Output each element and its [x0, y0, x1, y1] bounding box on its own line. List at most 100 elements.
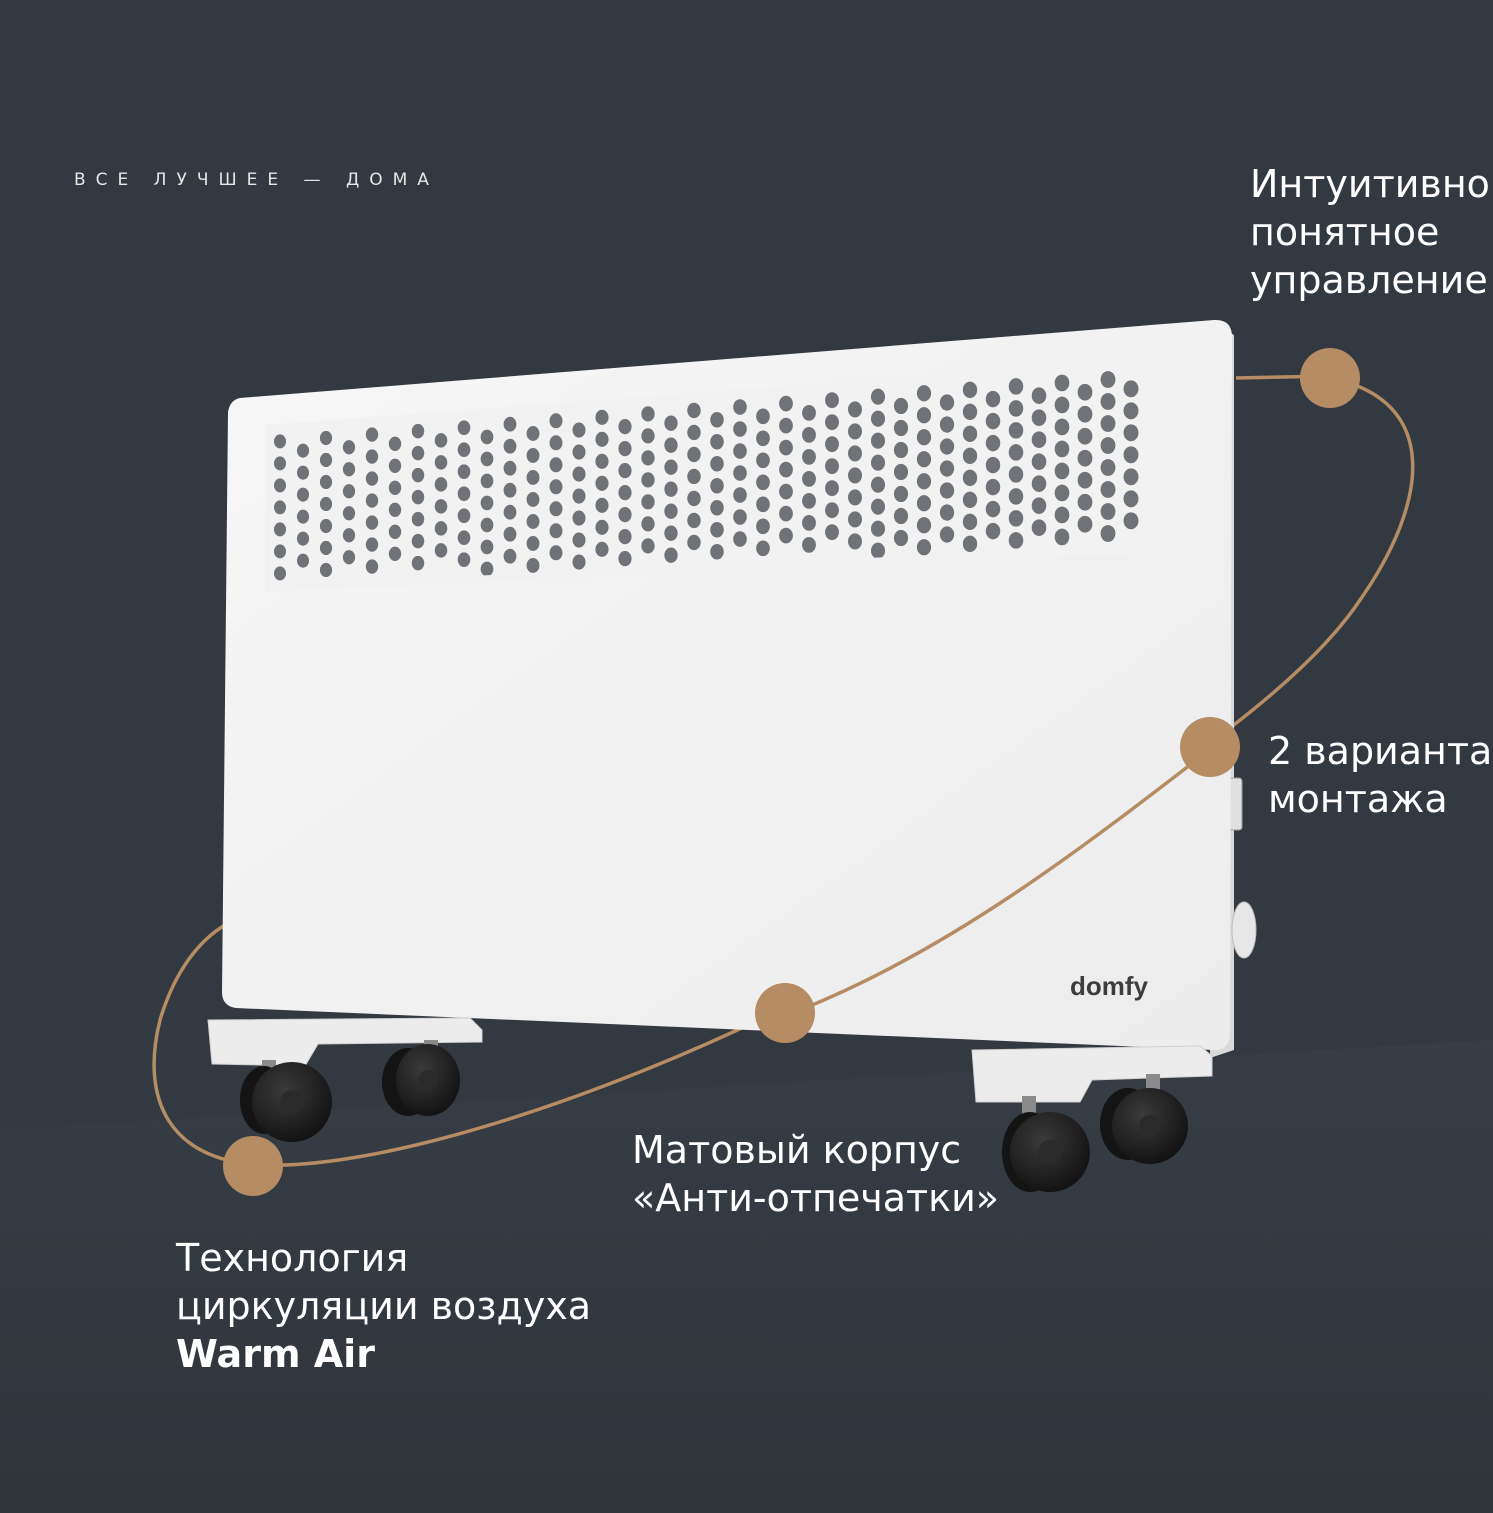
grille-hole — [870, 454, 886, 471]
feature-line: монтажа — [1268, 777, 1448, 821]
feature-controls: Интуитивно понятное управление — [1250, 160, 1490, 304]
grille-hole — [1008, 422, 1024, 439]
grille-hole — [1123, 468, 1139, 486]
grille-hole — [595, 497, 609, 513]
grille-hole — [365, 427, 379, 442]
grille-hole — [756, 408, 770, 425]
grille-hole — [411, 445, 425, 461]
grille-hole — [733, 509, 747, 525]
grille-hole — [1031, 453, 1047, 470]
grille-hole — [893, 485, 909, 503]
grille-hole — [893, 441, 909, 459]
grille-hole — [457, 530, 471, 545]
grille-hole — [365, 493, 379, 508]
feature-line: «Анти-отпечатки» — [632, 1176, 1000, 1220]
grille-hole — [641, 494, 655, 510]
grille-hole — [779, 417, 793, 434]
grille-hole — [916, 473, 932, 490]
grille-hole — [893, 529, 909, 547]
feature-line: Технология — [176, 1236, 409, 1280]
grille-hole — [480, 517, 494, 533]
grille-hole — [802, 514, 816, 531]
grille-hole — [779, 527, 793, 544]
grille-hole — [870, 498, 886, 515]
grille-hole — [1123, 446, 1139, 464]
grille-hole — [962, 425, 978, 443]
grille-hole — [916, 495, 932, 512]
grille-hole — [1054, 440, 1070, 458]
feature-line: Интуитивно — [1250, 162, 1490, 206]
grille-hole — [618, 507, 632, 523]
grille-hole — [1054, 418, 1070, 436]
orbit-path-front — [799, 746, 1214, 1012]
grille-hole — [916, 539, 932, 556]
grille-hole — [296, 443, 310, 458]
grille-hole — [687, 534, 701, 551]
grille-hole — [664, 547, 678, 563]
grille-hole — [687, 446, 701, 463]
grille-hole — [939, 416, 955, 433]
grille-hole — [939, 526, 955, 543]
grille-hole — [664, 459, 678, 475]
grille-hole — [1054, 462, 1070, 480]
grille-hole — [962, 403, 978, 421]
grille-hole — [319, 474, 333, 490]
grille-hole — [1100, 371, 1116, 388]
grille-hole — [1077, 449, 1093, 467]
grille-hole — [342, 528, 356, 543]
grille-hole — [411, 489, 425, 505]
grille-hole — [319, 496, 333, 512]
grille-hole — [1123, 512, 1139, 530]
wheel — [382, 1040, 460, 1116]
grille-hole — [503, 416, 517, 432]
grille-hole — [687, 490, 701, 507]
grille-hole — [916, 429, 932, 446]
grille-hole — [710, 455, 724, 472]
grille-hole — [802, 492, 816, 509]
feature-mounting: 2 варианта монтажа — [1268, 727, 1492, 823]
grille-hole — [503, 460, 517, 476]
grille-hole — [296, 465, 310, 480]
grille-hole — [1031, 519, 1047, 536]
grille-hole — [710, 543, 724, 560]
tagline: ВСЕ ЛУЧШЕЕ — ДОМА — [74, 170, 439, 190]
grille-hole — [365, 559, 379, 574]
grille-hole — [664, 525, 678, 541]
grille-hole — [756, 540, 770, 557]
grille-hole — [457, 508, 471, 523]
grille-hole — [1100, 393, 1116, 410]
grille-hole — [825, 524, 839, 541]
grille-hole — [664, 437, 678, 453]
grille-hole — [985, 522, 1001, 540]
grille-hole — [480, 561, 494, 577]
grille-hole — [503, 548, 517, 564]
grille-hole — [985, 456, 1001, 474]
grille-hole — [893, 397, 909, 415]
grille-hole — [503, 526, 517, 542]
grille-hole — [296, 509, 310, 524]
grille-hole — [572, 510, 586, 526]
grille-hole — [526, 492, 540, 507]
grille-hole — [388, 480, 402, 496]
grille-hole — [802, 448, 816, 465]
grille-hole — [434, 521, 448, 536]
grille-hole — [595, 431, 609, 447]
grille-hole — [319, 452, 333, 468]
grille-hole — [411, 511, 425, 527]
grille-hole — [388, 524, 402, 540]
grille-hole — [825, 392, 839, 409]
thermostat-knob — [1231, 901, 1257, 959]
grille-hole — [572, 422, 586, 438]
grille-hole — [595, 453, 609, 469]
grille-hole — [664, 503, 678, 519]
grille-hole — [870, 410, 886, 427]
grille-hole — [641, 406, 655, 422]
grille-hole — [457, 464, 471, 479]
grille-hole — [434, 499, 448, 514]
feature-dot-controls — [1300, 348, 1360, 408]
grille-hole — [388, 458, 402, 474]
grille-hole — [756, 430, 770, 447]
grille-hole — [1077, 383, 1093, 401]
grille-hole — [549, 457, 563, 473]
grille-hole — [962, 513, 978, 531]
